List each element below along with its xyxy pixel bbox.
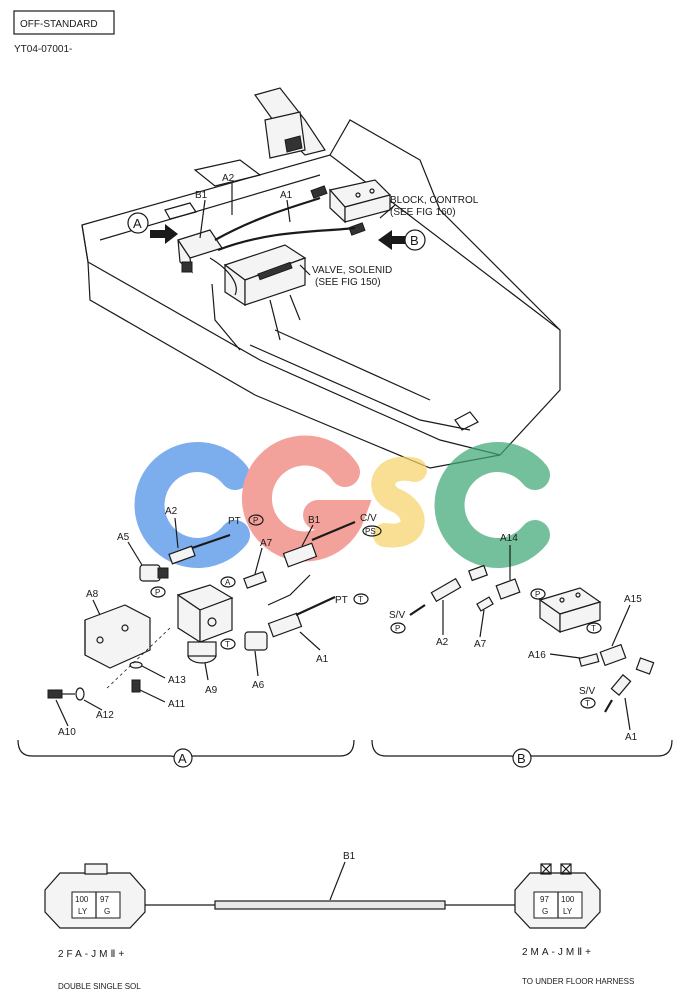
block-control-fig: (SEE FIG 160) [390,207,456,218]
a-label-a12: A12 [96,710,114,721]
pt-p-port: P [253,516,258,525]
right-pin-2: 100 [561,895,575,904]
b-label-a2: A2 [436,637,449,648]
port-p-a: P [155,588,160,597]
a-label-a8: A8 [86,589,99,600]
a-label-pt-p: PT [228,516,241,527]
callout-a: A [133,216,142,231]
a-label-a5: A5 [117,532,130,543]
valve-solenoid-label: VALVE, SOLENID [312,265,392,276]
a-label-cv: C/V [360,513,377,524]
a-label-a6: A6 [252,680,265,691]
left-pin-1: 100 [75,895,89,904]
a-label-a1: A1 [316,654,329,665]
port-t-a: T [225,640,230,649]
sv-port-t: T [585,699,590,708]
left-color-1: LY [78,907,88,916]
right-connector-note: TO UNDER FLOOR HARNESS [522,977,634,986]
a-label-b1: B1 [308,515,321,526]
watermark-c2 [434,442,550,568]
off-standard-box [13,10,115,35]
section-a-label: A [178,751,187,766]
right-connector-name: 2MA-JMⅡ+ [522,947,594,958]
left-connector-name: 2FA-JMⅡ+ [58,949,127,960]
serial-range: YT04-07001- [14,44,72,55]
a-label-a10: A10 [58,727,76,738]
harness-b1: 100 97 LY G B1 97 100 G LY 2FA-JMⅡ+ 2MA-… [44,851,634,991]
left-color-2: G [104,907,110,916]
watermark-c1 [134,442,250,568]
section-b-label: B [517,751,526,766]
port-t-b: T [591,624,596,633]
port-p-b: P [535,590,540,599]
overview-label-a2: A2 [222,173,235,184]
a-label-a13: A13 [168,675,186,686]
right-color-1: G [542,907,548,916]
overview-label-b1: B1 [195,190,208,201]
watermark-s [371,456,427,548]
b-label-a16: A16 [528,650,546,661]
pt-t-port: T [358,595,363,604]
valve-solenoid-fig: (SEE FIG 150) [315,277,381,288]
a-label-pt-t: PT [335,595,348,606]
b-label-a7: A7 [474,639,487,650]
b-label-sv-1: S/V [389,610,405,621]
off-standard-label: OFF-STANDARD [20,19,98,30]
watermark-g [242,435,372,562]
detail-b: P T P T A14 A2 A7 A15 A16 A1 S/V S/V B [371,533,673,768]
right-color-2: LY [563,907,573,916]
left-connector-note: DOUBLE SINGLE SOL [58,982,141,991]
b-label-a1: A1 [625,732,638,743]
b-label-a14: A14 [500,533,518,544]
b-label-a15: A15 [624,594,642,605]
callout-b-circle [404,229,426,251]
a-label-a11: A11 [168,699,185,710]
left-pin-2: 97 [100,895,109,904]
section-b-circle [512,748,532,768]
machine-overview: A B B1 A2 A1 BLOCK, CONTROL (SEE FIG 160… [81,87,561,469]
b-label-sv-2: S/V [579,686,595,697]
right-pin-1: 97 [540,895,549,904]
harness-label-b1: B1 [343,851,356,862]
sv-port-p: P [395,624,400,633]
block-control-label: BLOCK, CONTROL [390,195,479,206]
a-label-a9: A9 [205,685,218,696]
a-label-a7: A7 [260,538,273,549]
arrow-b-icon [378,230,405,250]
arrow-a-icon [150,224,178,244]
port-ps: PS [365,527,376,536]
overview-label-a1: A1 [280,190,293,201]
callout-a-circle [127,212,149,234]
a-label-a2: A2 [165,506,178,517]
section-a-circle [173,748,193,768]
callout-b: B [410,233,419,248]
port-a-a: A [225,578,231,587]
cgsc-watermark [134,435,550,568]
detail-a: P A T P T PS A2 A5 A7 A8 A9 A6 A1 A13 A1… [17,506,382,768]
